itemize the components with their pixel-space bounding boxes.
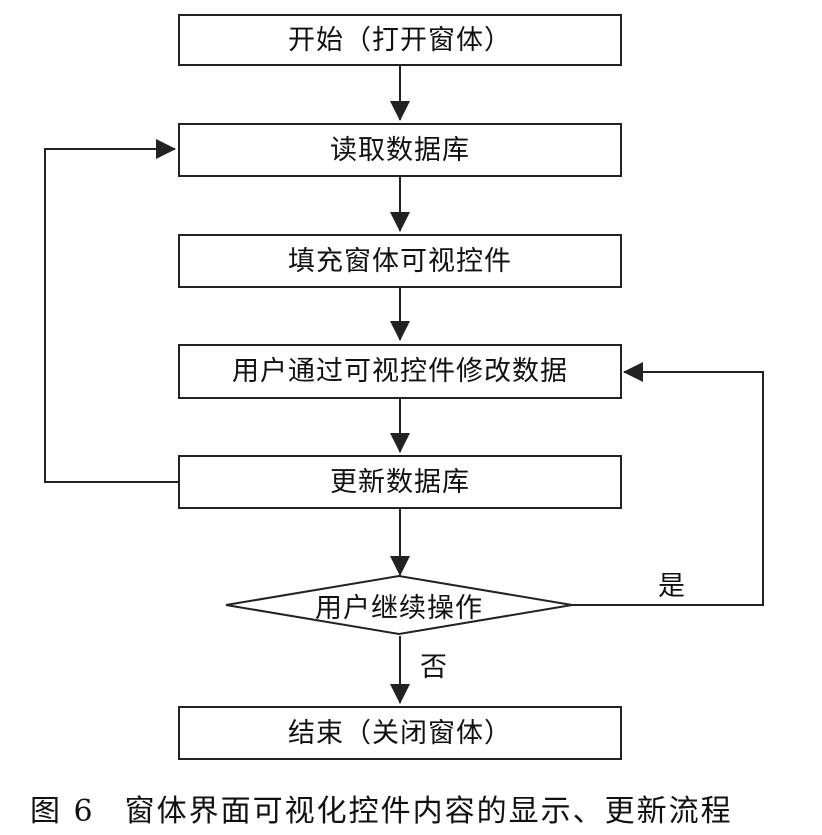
decision-node-label: 用户继续操作 (315, 592, 483, 624)
decision-diamond-shape (225, 574, 573, 636)
read-database-node: 读取数据库 (178, 123, 622, 177)
end-node: 结束（关闭窗体） (178, 706, 622, 760)
no-edge-label: 否 (420, 652, 447, 683)
arrow-decision-yes-to-modify (572, 362, 764, 606)
figure-caption-text: 窗体界面可视化控件内容的显示、更新流程 (124, 794, 733, 829)
start-node: 开始（打开窗体） (178, 14, 622, 66)
user-modify-node: 用户通过可视控件修改数据 (178, 344, 622, 399)
arrow-update-loop-to-read (44, 139, 178, 483)
update-database-node: 更新数据库 (178, 455, 622, 509)
figure-number: 图 6 (30, 794, 95, 829)
figure-caption: 图 6 窗体界面可视化控件内容的显示、更新流程 (30, 788, 820, 829)
yes-edge-label: 是 (658, 571, 685, 602)
fill-controls-node: 填充窗体可视控件 (178, 234, 622, 288)
